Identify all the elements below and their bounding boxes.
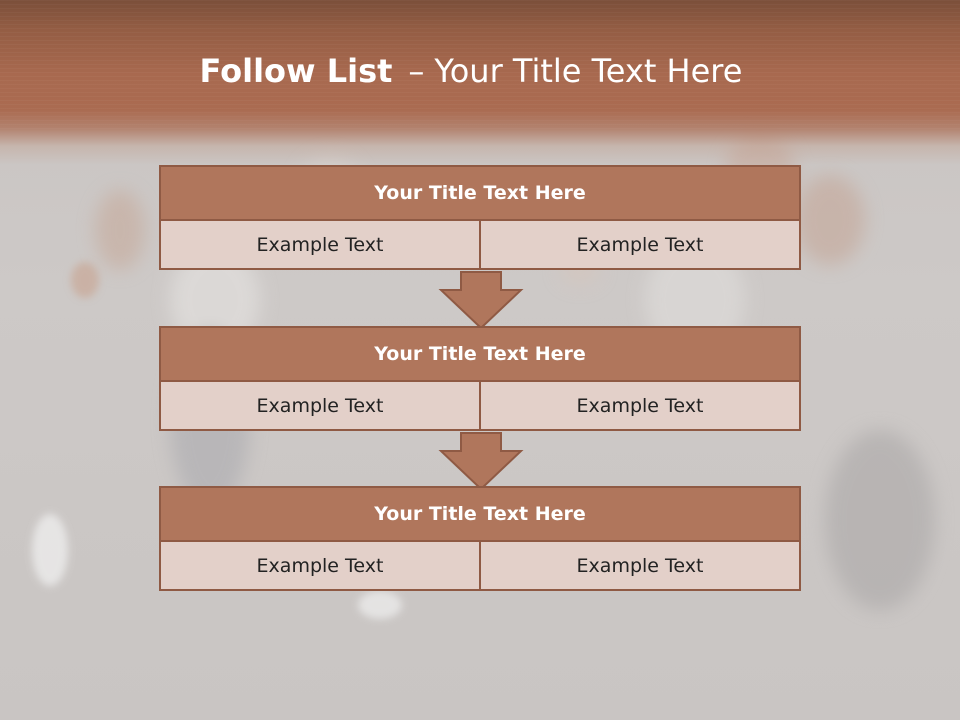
list-block-heading: Your Title Text Here <box>159 165 801 221</box>
list-block-row: Example Text Example Text <box>159 542 801 591</box>
list-block-2: Your Title Text Here Example Text Exampl… <box>159 326 801 431</box>
list-block-cell-right: Example Text <box>479 221 799 268</box>
list-block-cell-left: Example Text <box>161 382 479 429</box>
list-block-cell-left: Example Text <box>161 221 479 268</box>
slide-title-dash: – <box>408 52 425 90</box>
slide-title-bold: Follow List <box>199 52 393 90</box>
list-block-cell-right: Example Text <box>479 542 799 589</box>
list-block-heading: Your Title Text Here <box>159 486 801 542</box>
header-band <box>0 0 960 165</box>
list-block-heading: Your Title Text Here <box>159 326 801 382</box>
list-block-cell-left: Example Text <box>161 542 479 589</box>
down-arrow-icon <box>438 432 524 491</box>
down-arrow-icon <box>438 271 524 330</box>
list-block-row: Example Text Example Text <box>159 382 801 431</box>
list-block-row: Example Text Example Text <box>159 221 801 270</box>
slide-title-rest: Your Title Text Here <box>434 52 743 90</box>
slide-title: Follow List–Your Title Text Here <box>0 52 942 90</box>
list-block-3: Your Title Text Here Example Text Exampl… <box>159 486 801 591</box>
list-block-cell-right: Example Text <box>479 382 799 429</box>
header-band-texture <box>0 0 960 130</box>
list-block-1: Your Title Text Here Example Text Exampl… <box>159 165 801 270</box>
